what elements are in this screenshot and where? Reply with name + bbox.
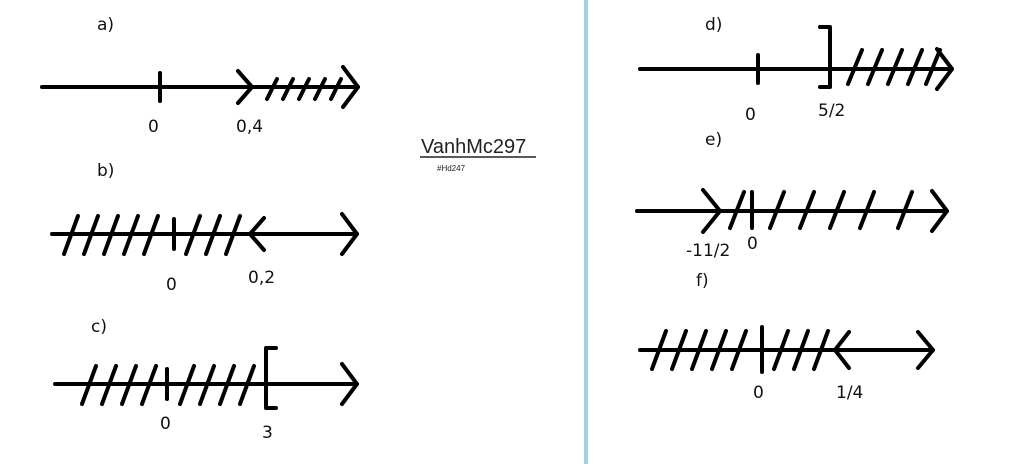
zero-label-d: 0	[745, 105, 756, 125]
number-line-a-drawing	[40, 65, 360, 109]
problem-label-f: f)	[696, 271, 709, 291]
number-line-d: d) 0 5/2	[638, 15, 954, 125]
problem-label-c: c)	[91, 317, 107, 337]
number-line-f: f) 0 1/4	[638, 271, 935, 403]
bound-label-a: 0,4	[236, 117, 263, 137]
bound-label-f: 1/4	[836, 383, 863, 403]
problem-label-e: e)	[705, 130, 722, 150]
number-line-b: b) 0 0,2	[50, 161, 359, 295]
bound-label-c: 3	[262, 423, 273, 443]
problem-label-a: a)	[97, 15, 114, 35]
zero-label-f: 0	[753, 383, 764, 403]
number-line-c-drawing	[53, 346, 359, 410]
bound-label-d: 5/2	[818, 101, 845, 121]
number-line-c: c) 0 3	[53, 317, 359, 443]
number-line-e-drawing	[635, 188, 949, 234]
zero-label-a: 0	[148, 117, 159, 137]
watermark-subtext: #Hd247	[437, 164, 466, 173]
number-line-a: a) 0 0,4	[40, 15, 360, 137]
number-line-d-drawing	[638, 25, 954, 91]
number-line-e: e) -11/2 0	[635, 130, 949, 261]
zero-label-e: 0	[747, 234, 758, 254]
bound-label-e: -11/2	[686, 241, 730, 261]
watermark-text: VanhMc297	[421, 136, 526, 158]
zero-label-c: 0	[160, 414, 171, 434]
problem-label-d: d)	[705, 15, 722, 35]
zero-label-b: 0	[166, 275, 177, 295]
bound-label-b: 0,2	[248, 268, 275, 288]
problem-label-b: b)	[97, 161, 114, 181]
number-line-b-drawing	[50, 212, 359, 256]
number-line-f-drawing	[638, 325, 935, 374]
